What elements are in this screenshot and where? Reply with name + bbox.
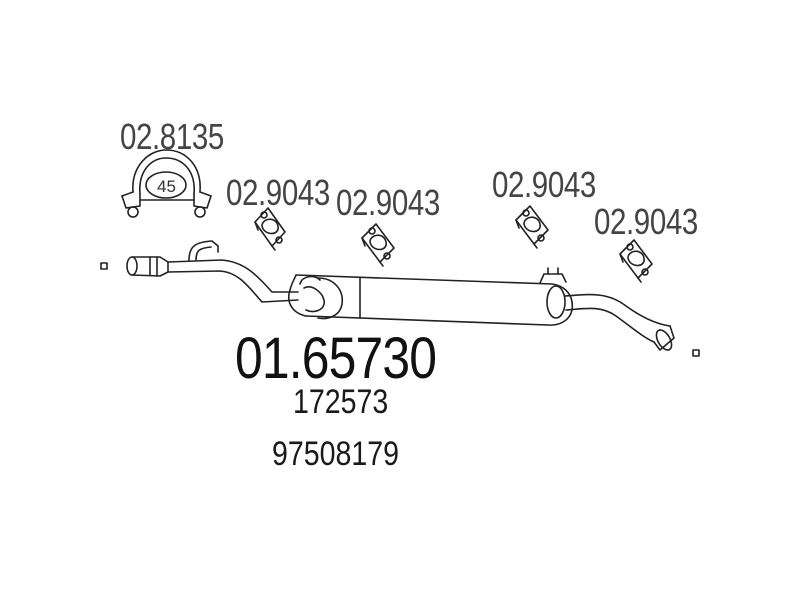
main-part-number: 01.65730: [235, 326, 437, 391]
left-end-marker: [100, 262, 108, 270]
reference-number: 97508179: [272, 435, 400, 473]
gasket-part-label: 02.9043: [226, 172, 330, 213]
clamp-size-label: 45: [157, 177, 176, 196]
gasket-part-label: 02.9043: [492, 164, 596, 205]
clamp-icon: [121, 149, 212, 218]
clamp-part-label: 02.8135: [120, 116, 224, 157]
gasket-part-label: 02.9043: [594, 201, 698, 242]
gasket-icon: [515, 205, 549, 249]
reference-number: 172573: [293, 383, 389, 421]
gasket-part-label: 02.9043: [336, 182, 440, 223]
gasket-icon: [619, 239, 653, 283]
right-end-marker: [692, 349, 700, 357]
gasket-icon: [254, 207, 286, 251]
rear-silencer-icon: [126, 240, 675, 351]
gasket-icon: [361, 223, 395, 267]
